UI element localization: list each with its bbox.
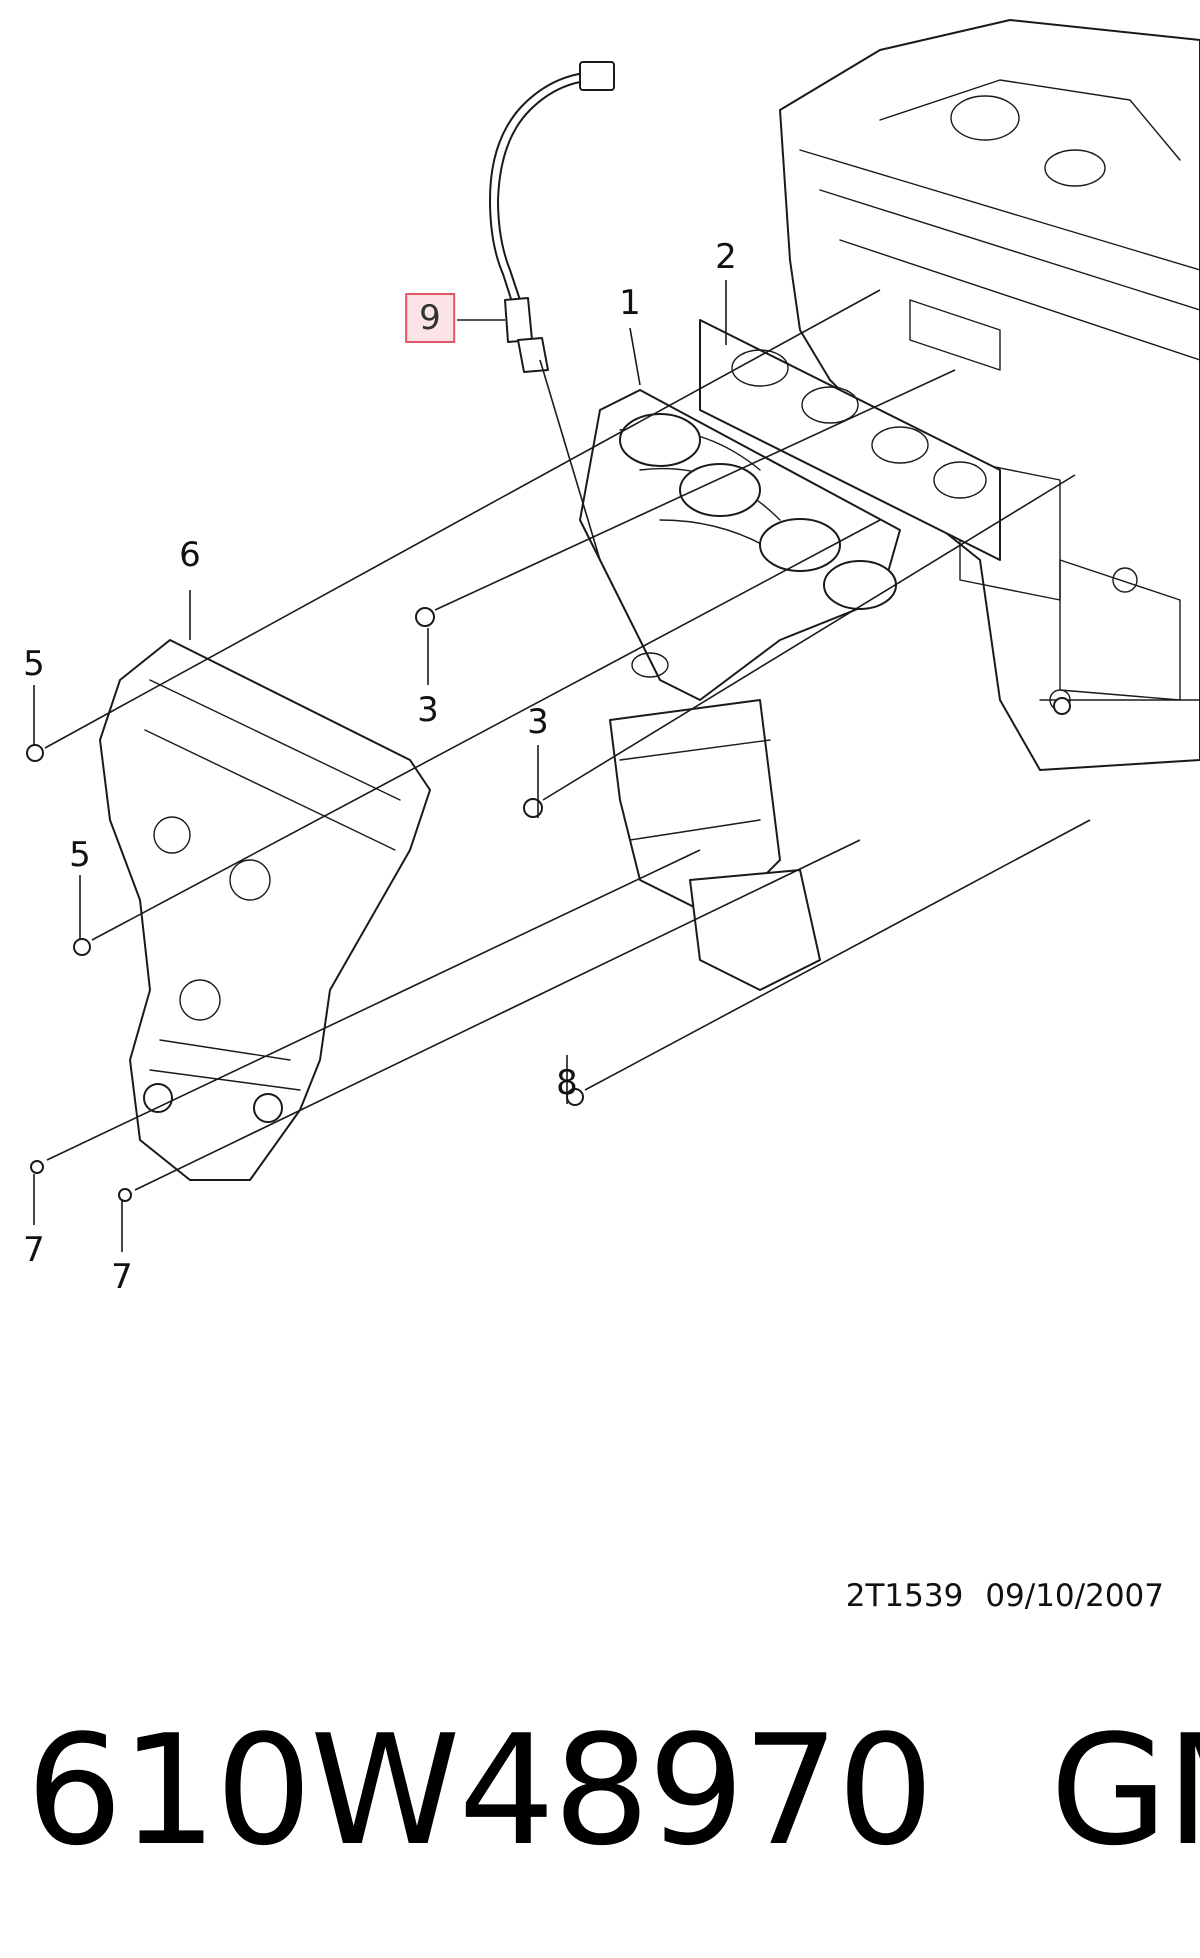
- callout-5-upper[interactable]: 5: [23, 644, 45, 684]
- callout-leaders: [33, 280, 727, 1252]
- callout-1[interactable]: 1: [619, 283, 641, 323]
- callout-7-right[interactable]: 7: [111, 1257, 133, 1297]
- brand-name: GM: [1049, 1702, 1200, 1879]
- part-number: 610W48970: [26, 1702, 934, 1879]
- drawing-code: 2T1539: [845, 1578, 964, 1614]
- callout-7-left[interactable]: 7: [23, 1230, 45, 1270]
- callout-2[interactable]: 2: [715, 237, 737, 277]
- drawing-date: 09/10/2007: [985, 1578, 1164, 1614]
- assembly-lines: [44, 289, 1091, 1191]
- callout-6[interactable]: 6: [179, 535, 201, 575]
- fasteners: [26, 607, 1071, 1202]
- oxygen-sensor: [489, 61, 615, 373]
- callout-3-lower[interactable]: 3: [527, 702, 549, 742]
- drawing-stamp: 2T1539 09/10/2007: [846, 1578, 1164, 1614]
- heat-shield: [99, 639, 431, 1181]
- part-number-footer: 610W48970GM: [26, 1715, 1200, 1867]
- callout-9-selected[interactable]: 9: [405, 293, 455, 343]
- engine-block: [779, 19, 1200, 771]
- callout-3-upper[interactable]: 3: [417, 690, 439, 730]
- manifold-gasket: [699, 319, 1001, 561]
- exhaust-manifold: [579, 389, 901, 991]
- callout-8[interactable]: 8: [556, 1063, 578, 1103]
- callout-5-lower[interactable]: 5: [69, 835, 91, 875]
